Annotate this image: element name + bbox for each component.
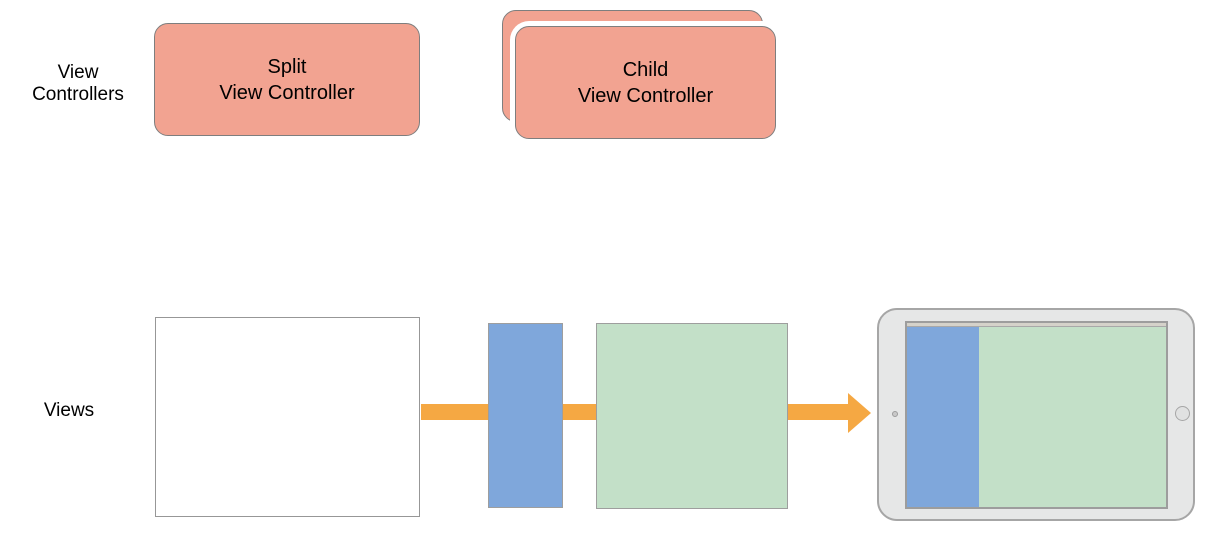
child-card-label-line1: Child [622, 58, 669, 81]
split-view-container-view [155, 317, 420, 517]
screen-top-bar [907, 323, 1166, 327]
primary-column-view [488, 323, 563, 508]
split-card-label-line1: Split [267, 55, 307, 78]
screen-secondary-column [979, 327, 1166, 507]
flow-connector-segment-1 [421, 404, 488, 420]
child-card-label-line2: View Controller [577, 84, 714, 107]
child-view-controller-card: Child View Controller [515, 26, 776, 139]
split-card-label-line2: View Controller [219, 81, 355, 104]
views-row-label: Views [43, 400, 95, 421]
screen-content [907, 327, 1166, 507]
screen-primary-column [907, 327, 979, 507]
ipad-device [877, 308, 1195, 521]
flow-connector-segment-2 [563, 404, 597, 420]
ipad-screen [905, 321, 1168, 509]
flow-arrow-shaft [788, 404, 848, 420]
view-controllers-label-line1: View [57, 62, 99, 83]
camera-icon [892, 411, 898, 417]
flow-arrow-head-icon [848, 393, 871, 433]
secondary-column-view [596, 323, 788, 509]
view-controllers-row-label: View Controllers [8, 62, 148, 106]
view-controllers-label-line2: Controllers [32, 84, 124, 105]
home-button-icon [1175, 406, 1190, 421]
split-view-controller-card: Split View Controller [154, 23, 420, 136]
